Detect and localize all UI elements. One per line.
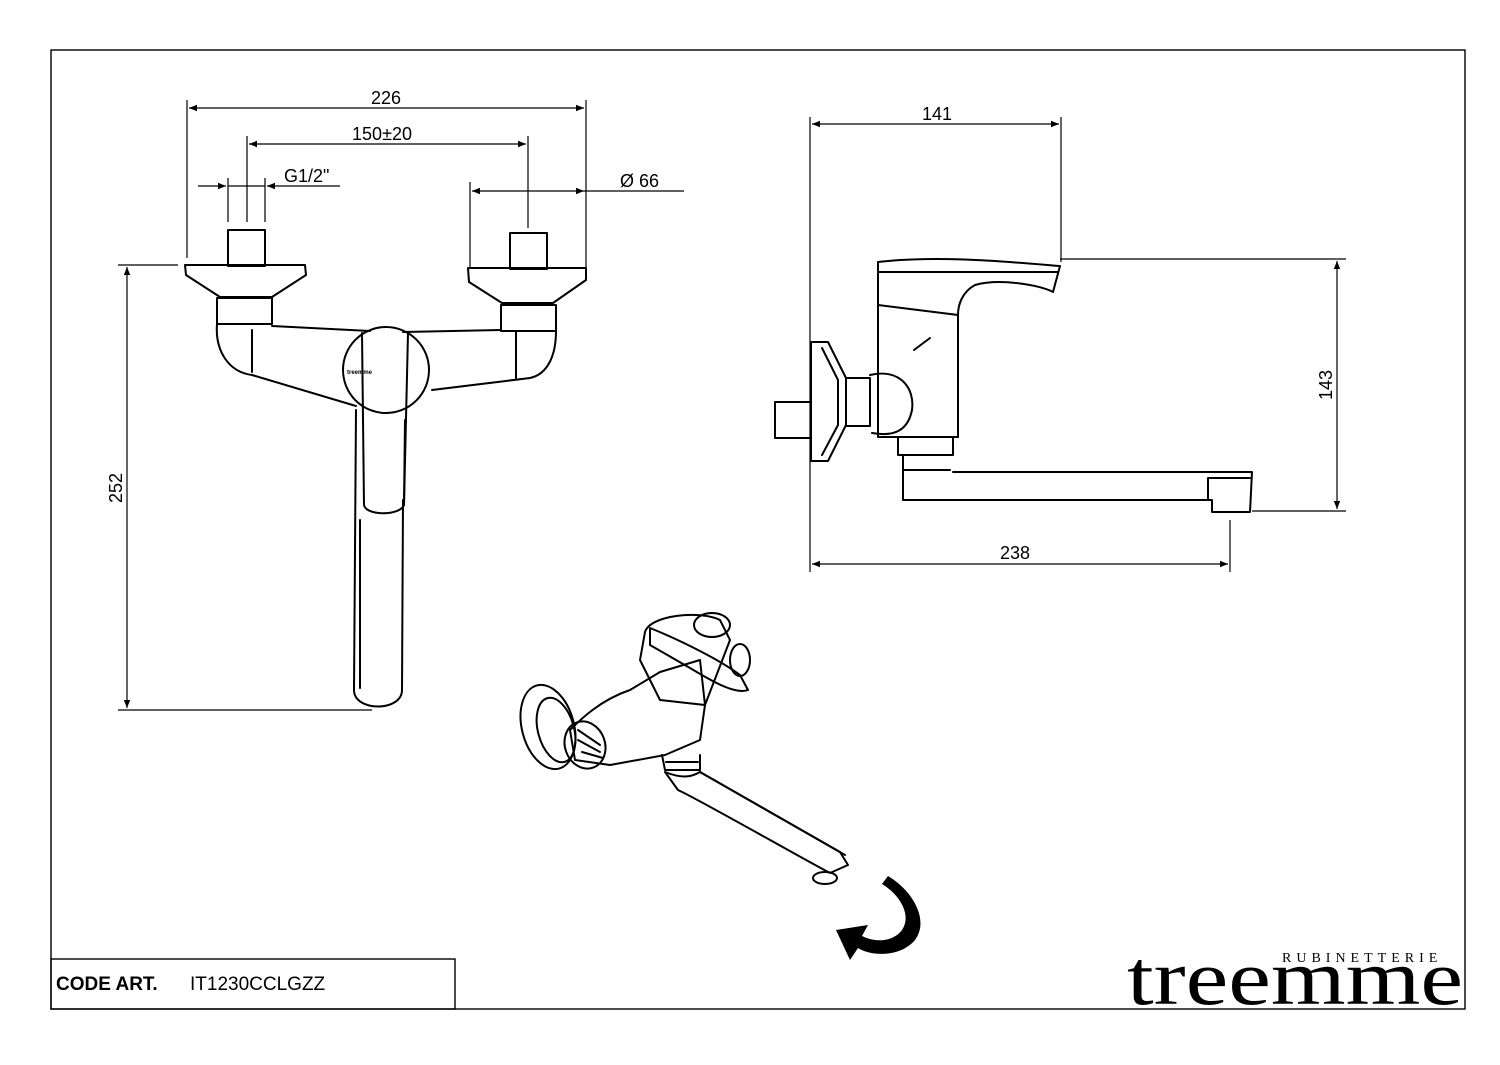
dimension-inlet-spacing: 150±20 (352, 124, 412, 144)
isometric-view (519, 612, 921, 960)
code-art-value: IT1230CCLGZZ (190, 974, 326, 995)
brand-name: treemme (1127, 934, 1463, 1021)
side-view: 141 143 238 (774, 104, 1346, 572)
dimension-overall-width: 226 (371, 88, 401, 108)
dimension-flange-diameter: Ø 66 (620, 171, 659, 191)
title-block: CODE ART. IT1230CCLGZZ (50, 958, 456, 1010)
swivel-rotation-arrow (836, 876, 921, 960)
dimension-overall-height: 252 (106, 473, 126, 503)
brand-tagline: RUBINETTERIE (1282, 951, 1442, 966)
front-view: 226 150±20 G1/2" Ø 66 252 (106, 88, 684, 711)
brand-logo: RUBINETTERIE treemme (1127, 934, 1463, 1021)
dimension-side-height: 143 (1316, 370, 1336, 400)
dimension-side-depth: 141 (922, 104, 952, 124)
dimension-thread: G1/2" (284, 166, 329, 186)
dimension-spout-reach: 238 (1000, 543, 1030, 563)
drawing-frame (50, 49, 1466, 1010)
product-logo: treemme (347, 370, 373, 376)
code-art-label: CODE ART. (56, 974, 158, 995)
